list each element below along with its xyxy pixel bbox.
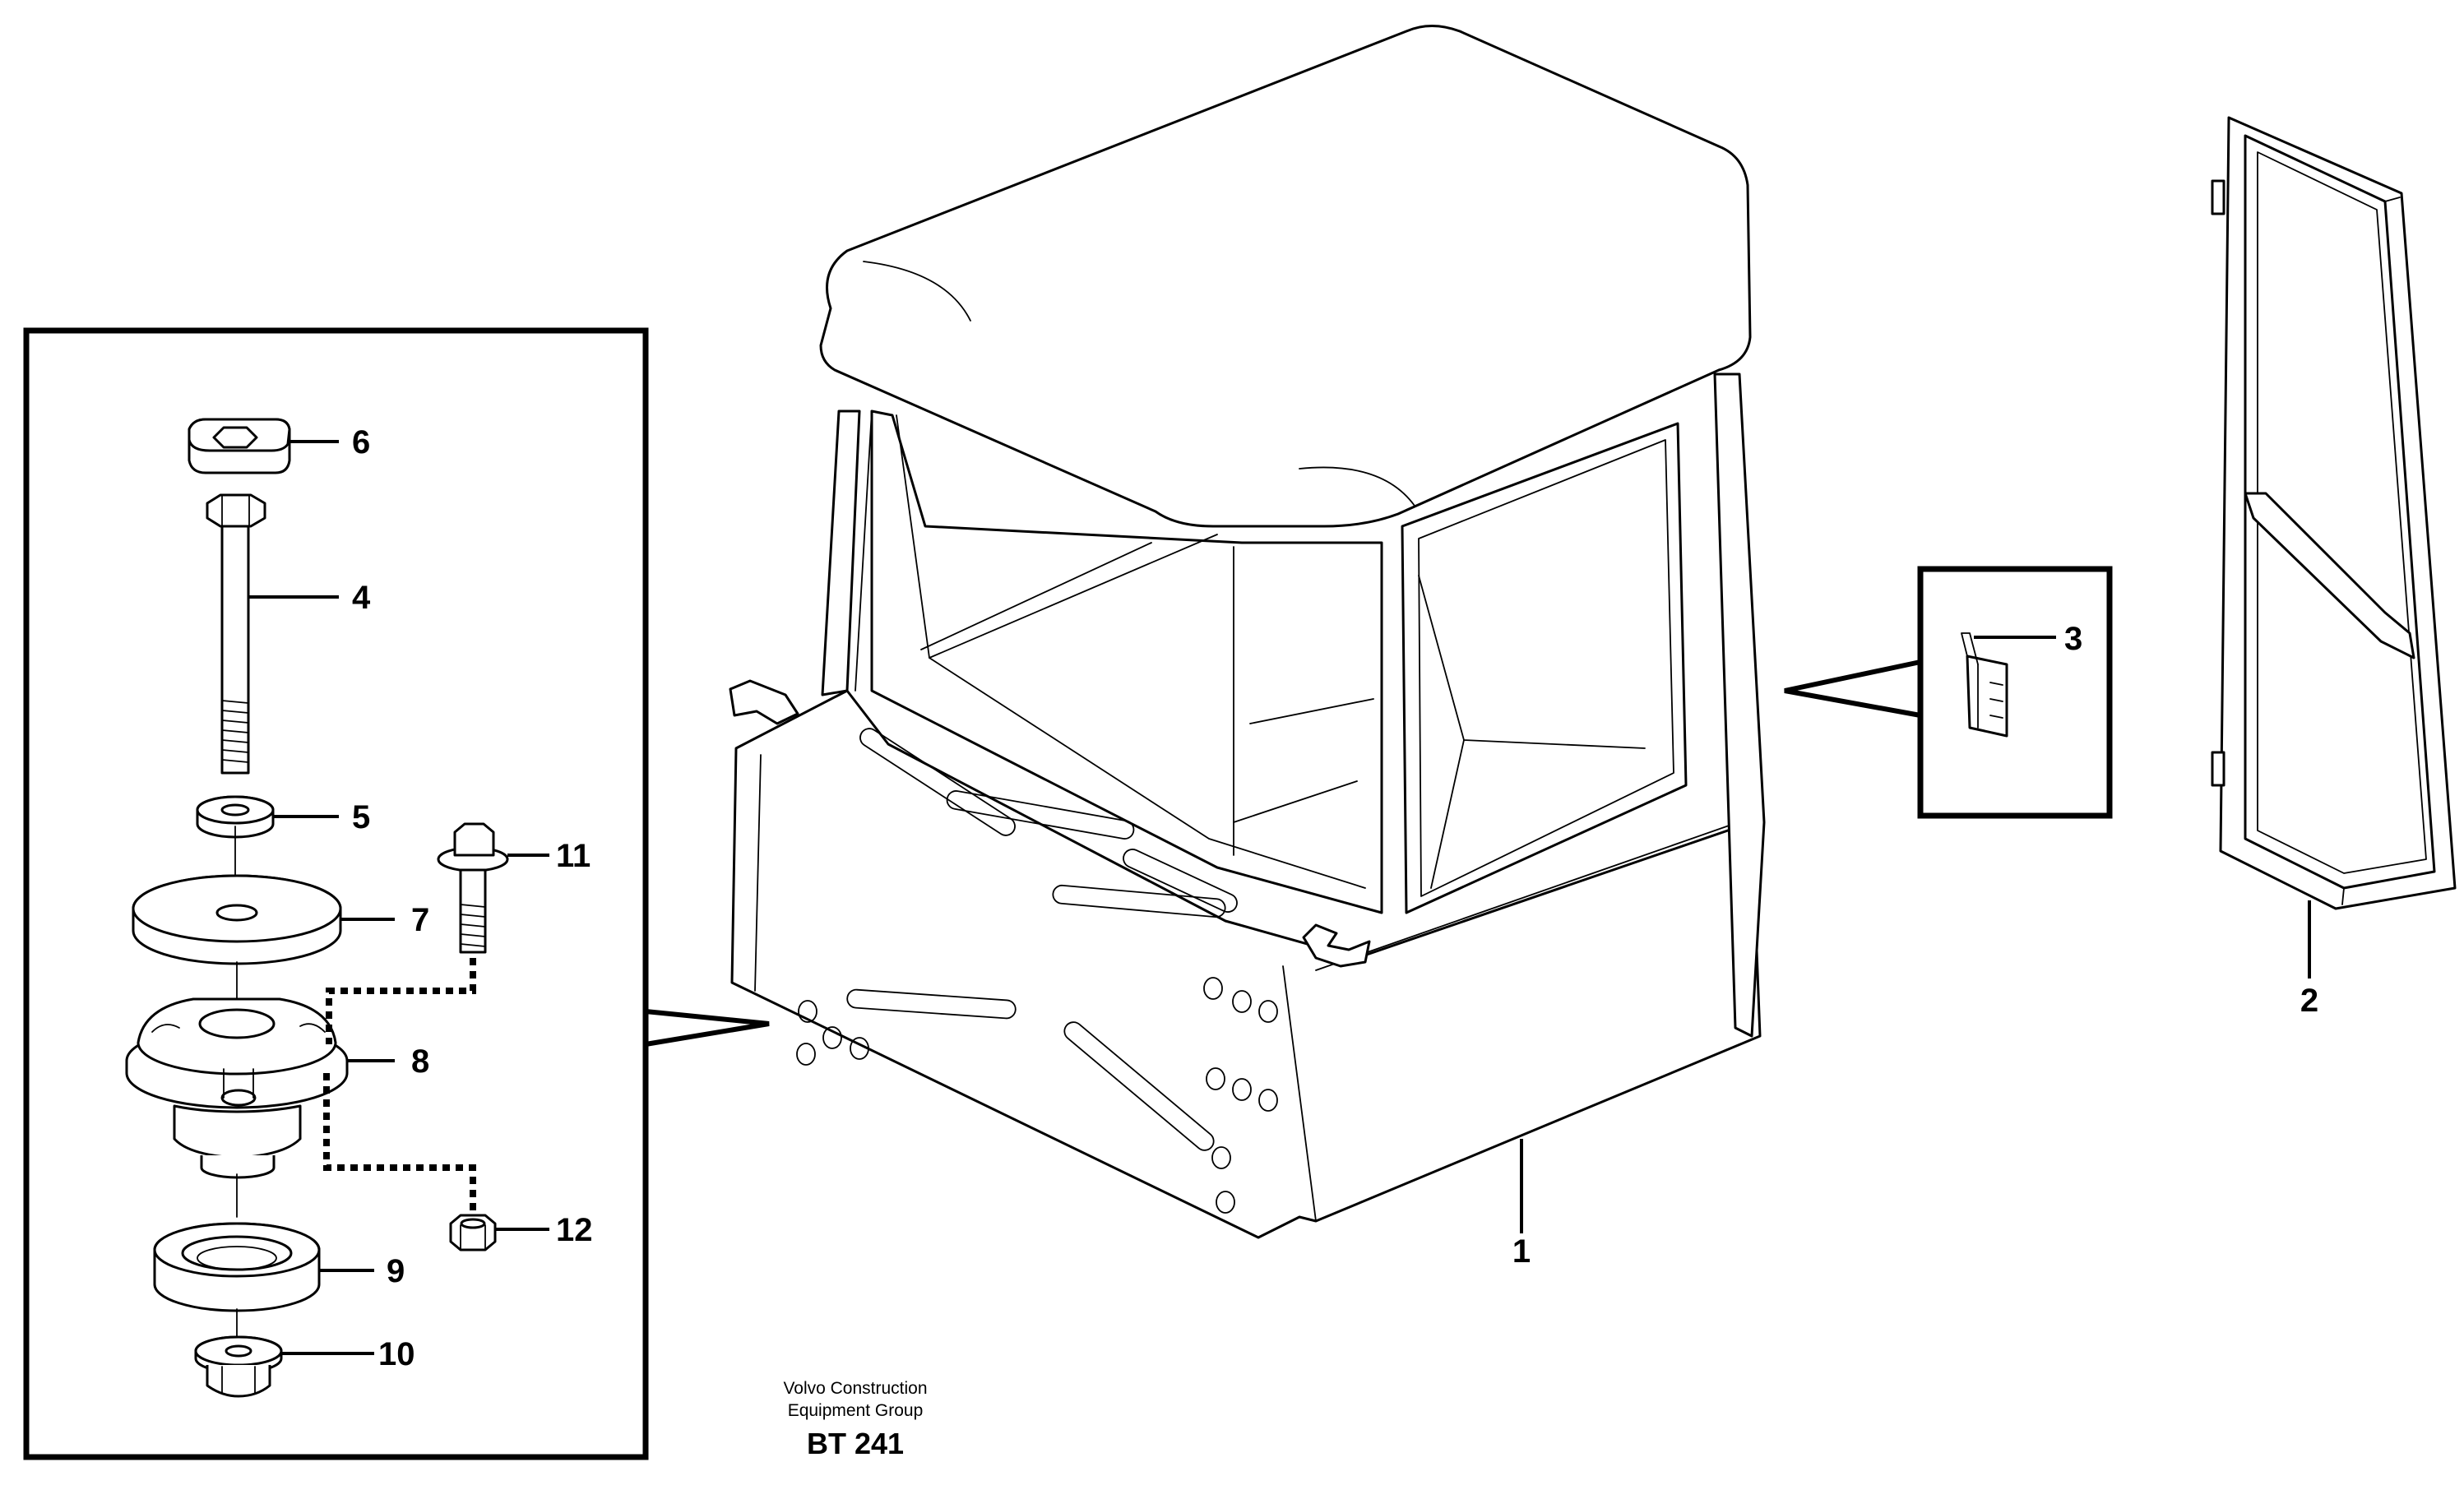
callout-8: 8 — [411, 1043, 429, 1080]
callout-12: 12 — [556, 1212, 593, 1248]
callout-1: 1 — [1512, 1233, 1531, 1270]
company-line-1: Volvo Construction — [783, 1379, 927, 1398]
callout-2: 2 — [2300, 983, 2318, 1019]
part-10-nut — [194, 1335, 374, 1398]
cab-windshield — [870, 409, 1383, 914]
part-5-washer — [196, 795, 339, 901]
cab-hinge-right — [1302, 923, 1371, 968]
callout-3: 3 — [2064, 621, 2082, 657]
cab-body-stiffeners — [846, 728, 1238, 1151]
footer-credit: Volvo Construction Equipment Group BT 24… — [783, 1379, 927, 1460]
cab-side-window — [1401, 422, 1688, 914]
callout-11: 11 — [556, 838, 591, 874]
company-line-2: Equipment Group — [788, 1401, 924, 1420]
drawing-code: BT 241 — [807, 1427, 904, 1460]
callout-9: 9 — [387, 1253, 405, 1289]
part-7-disc — [132, 874, 395, 1004]
part-11-flange-bolt — [437, 822, 549, 954]
seal-detail-box — [1784, 566, 2113, 819]
callout-10: 10 — [378, 1336, 415, 1372]
door-frame — [2211, 116, 2457, 979]
part-8-mount — [125, 997, 395, 1179]
callout-7: 7 — [411, 902, 429, 938]
mount-detail-box — [23, 327, 770, 1460]
cab-hinge-left — [729, 679, 799, 725]
callout-5: 5 — [352, 799, 370, 835]
part-9-bushing — [153, 1173, 374, 1337]
callout-6: 6 — [352, 424, 370, 460]
cab-mounting-holes — [796, 977, 1278, 1214]
callout-4: 4 — [352, 580, 371, 616]
part-6-cap — [188, 418, 339, 474]
cab-assembly — [729, 25, 1766, 1239]
part-12-nut — [449, 1214, 549, 1251]
part-4-bolt — [206, 493, 339, 775]
cab-roof — [819, 25, 1752, 528]
assembly-path-lower — [323, 1073, 476, 1215]
assembly-path-upper — [326, 958, 476, 1044]
callout-labels: 1 2 3 4 5 6 7 8 9 10 11 12 — [352, 424, 2318, 1372]
